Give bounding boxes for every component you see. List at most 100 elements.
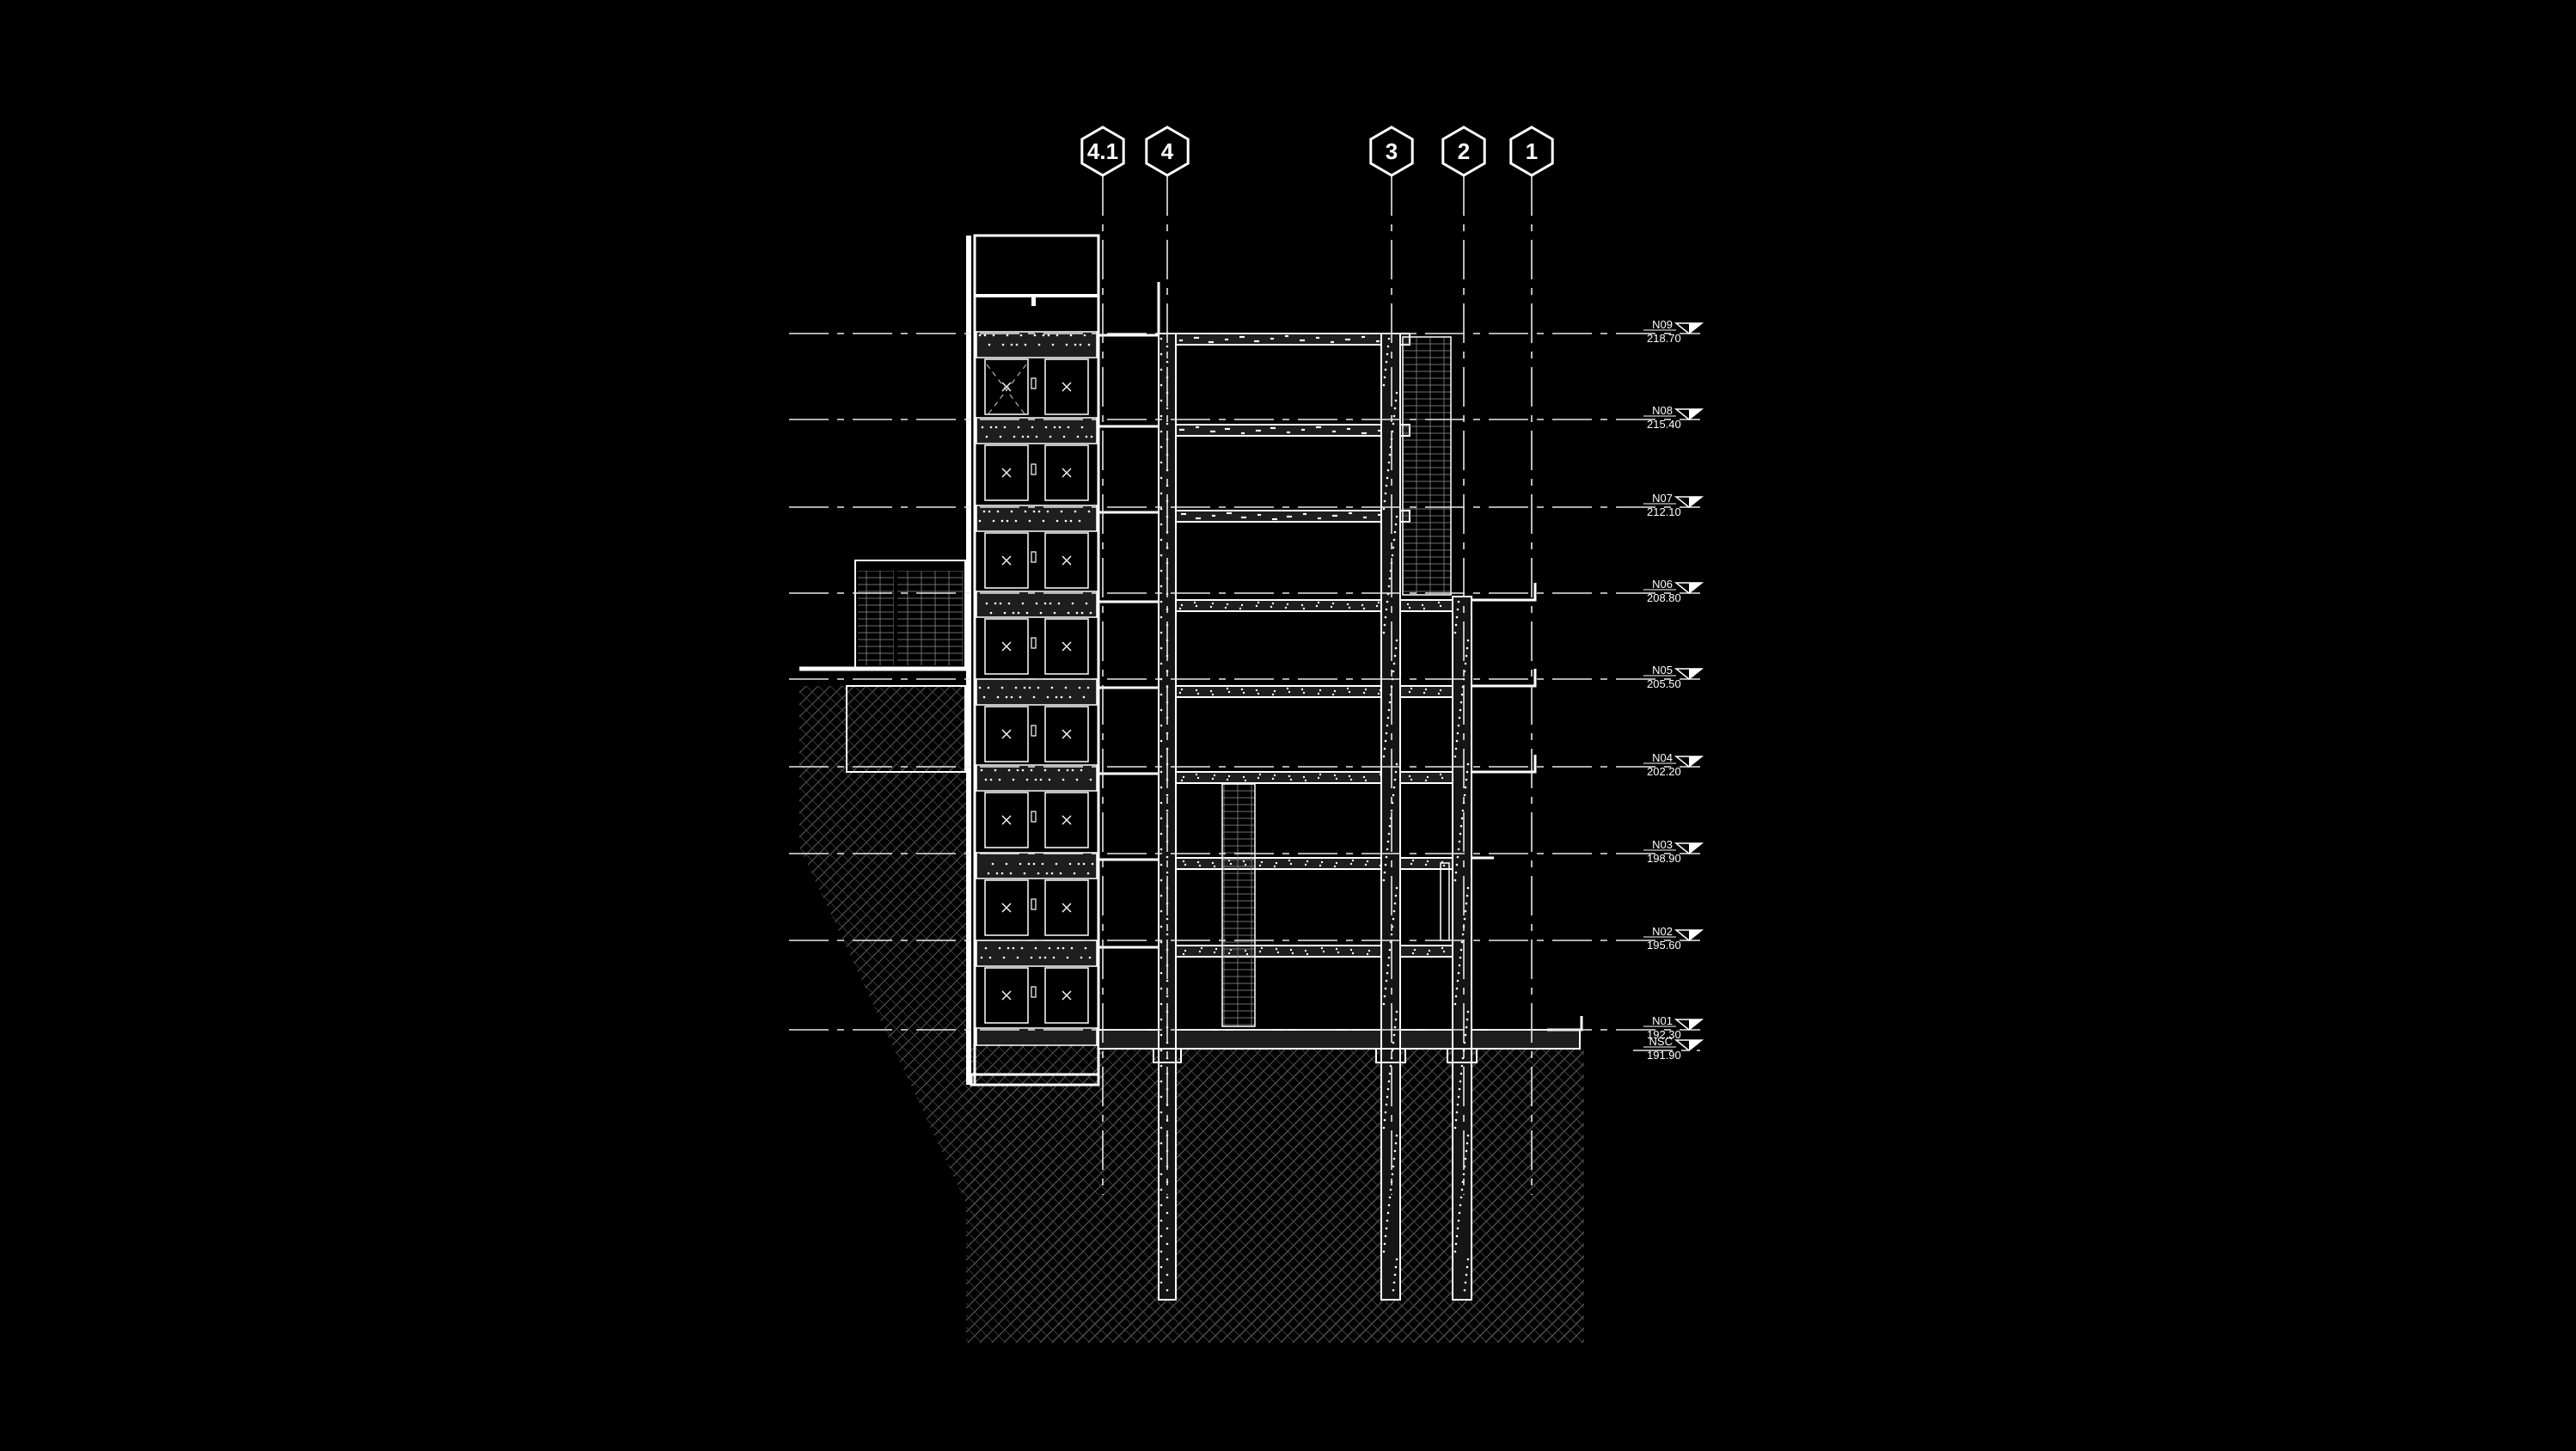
concrete-speckle <box>1257 429 1260 432</box>
concrete-speckle <box>1196 517 1200 520</box>
floor-slab <box>1160 685 1472 698</box>
concrete-speckle <box>1333 430 1337 433</box>
concrete-speckle <box>1006 334 1009 337</box>
concrete-speckle <box>1160 507 1163 511</box>
concrete-speckle <box>1160 832 1163 836</box>
concrete-speckle <box>1160 817 1163 820</box>
concrete-speckle <box>1392 414 1396 418</box>
level-name: N03 <box>1652 838 1673 851</box>
concrete-speckle <box>1454 1118 1458 1122</box>
concrete-speckle <box>1271 337 1275 340</box>
door-x-mark <box>1001 641 1012 652</box>
concrete-speckle <box>1382 383 1386 387</box>
concrete-speckle <box>1224 606 1227 609</box>
concrete-speckle <box>1455 615 1459 619</box>
concrete-speckle <box>1411 859 1415 862</box>
concrete-speckle <box>1362 335 1366 339</box>
concrete-speckle <box>1090 435 1093 438</box>
concrete-speckle <box>1080 611 1084 615</box>
concrete-speckle <box>1344 338 1348 341</box>
concrete-speckle <box>1331 693 1335 696</box>
concrete-speckle <box>1286 431 1289 434</box>
elevator-call-button <box>1031 811 1037 823</box>
concrete-speckle <box>1424 779 1428 782</box>
concrete-speckle <box>1465 654 1468 658</box>
concrete-speckle <box>1408 606 1411 609</box>
concrete-speckle <box>1257 692 1260 695</box>
concrete-speckle <box>1195 604 1198 608</box>
concrete-speckle <box>1160 909 1163 913</box>
concrete-speckle <box>1386 971 1389 975</box>
concrete-speckle <box>1050 872 1054 875</box>
concrete-speckle <box>1196 692 1200 695</box>
concrete-speckle <box>1166 1242 1169 1246</box>
concrete-speckle <box>1271 517 1275 521</box>
concrete-speckle <box>1458 1211 1461 1215</box>
concrete-speckle <box>1386 840 1390 843</box>
concrete-speckle <box>1462 1049 1465 1052</box>
concrete-speckle <box>1464 1157 1467 1160</box>
concrete-speckle <box>1386 1211 1390 1215</box>
concrete-speckle <box>1075 611 1079 615</box>
concrete-speckle <box>1437 692 1441 695</box>
concrete-speckle <box>989 611 993 615</box>
concrete-speckle <box>1387 1203 1391 1207</box>
concrete-speckle <box>987 872 990 875</box>
core-wall-left <box>966 236 971 1085</box>
floor-slab <box>1160 510 1410 523</box>
door-x-mark <box>1001 729 1012 739</box>
concrete-speckle <box>1464 1281 1467 1284</box>
concrete-speckle <box>1455 739 1459 743</box>
building-structure <box>799 234 1583 1301</box>
concrete-speckle <box>1331 514 1335 517</box>
concrete-speckle <box>1198 864 1202 867</box>
concrete-speckle <box>1466 886 1470 890</box>
concrete-speckle <box>1461 933 1465 936</box>
concrete-speckle <box>1302 339 1306 342</box>
concrete-speckle <box>1047 334 1050 337</box>
concrete-speckle <box>1395 1010 1398 1013</box>
concrete-speckle <box>1211 693 1215 696</box>
concrete-speckle <box>1195 426 1198 429</box>
concrete-speckle <box>1456 1103 1459 1106</box>
concrete-speckle <box>1454 871 1458 874</box>
concrete-speckle <box>1346 427 1349 431</box>
concrete-speckle <box>1387 1080 1391 1083</box>
concrete-speckle <box>1458 840 1461 843</box>
level-elevation: 195.60 <box>1647 939 1681 952</box>
concrete-speckle <box>1240 688 1244 691</box>
concrete-speckle <box>1075 778 1079 781</box>
concrete-speckle <box>1302 512 1306 516</box>
elevator-call-button <box>1031 377 1037 389</box>
concrete-speckle <box>1320 946 1324 950</box>
concrete-speckle <box>982 510 986 513</box>
door-x-mark <box>1001 468 1012 478</box>
level-triangle-fill <box>1689 1019 1702 1030</box>
level-name: NSC <box>1649 1035 1673 1048</box>
door-x-mark <box>1062 903 1072 913</box>
concrete-speckle <box>1456 608 1459 611</box>
concrete-speckle <box>1030 956 1033 959</box>
concrete-speckle <box>1465 1018 1469 1021</box>
concrete-speckle <box>981 426 984 429</box>
concrete-speckle <box>988 510 991 513</box>
concrete-speckle <box>1457 600 1460 603</box>
floor-slab <box>1160 857 1472 870</box>
concrete-speckle <box>1463 793 1466 797</box>
concrete-speckle <box>1383 376 1386 379</box>
concrete-speckle <box>1213 865 1216 868</box>
concrete-speckle <box>1289 862 1293 866</box>
concrete-speckle <box>1030 768 1033 772</box>
concrete-speckle <box>1160 461 1163 464</box>
concrete-speckle <box>1042 519 1045 523</box>
concrete-speckle <box>1317 601 1320 604</box>
concrete-speckle <box>1213 514 1216 517</box>
concrete-speckle <box>1384 492 1387 495</box>
concrete-speckle <box>1226 778 1229 781</box>
concrete-speckle <box>1070 946 1074 950</box>
concrete-speckle <box>1335 947 1338 951</box>
concrete-speckle <box>1178 428 1182 432</box>
